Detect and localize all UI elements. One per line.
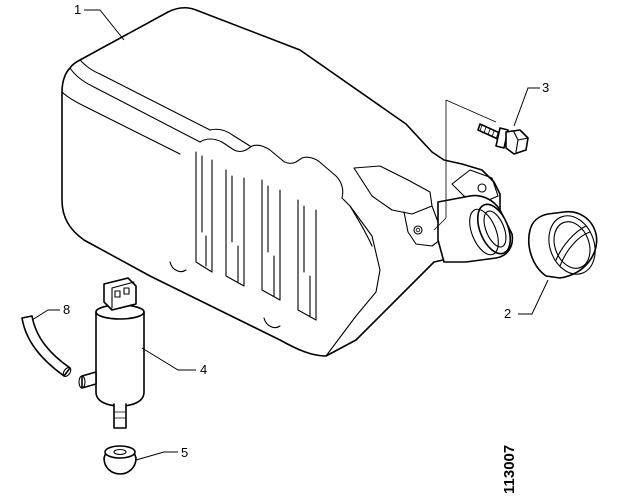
filler-cap-grip <box>555 225 587 261</box>
pump-grommet <box>103 445 137 475</box>
tank-body-outline <box>61 7 501 357</box>
filler-cap-face <box>548 215 596 275</box>
bolt-alignment-line <box>433 99 497 231</box>
leader-2 <box>518 279 549 315</box>
tank-front-edge <box>61 91 181 155</box>
bolt-flange <box>495 127 509 149</box>
washer-pump <box>78 277 145 429</box>
tank-rib-3 <box>261 179 281 301</box>
filler-cap-body <box>528 210 598 279</box>
hose-end <box>62 367 72 377</box>
leader-4 <box>141 347 196 371</box>
filler-cap-grip-2 <box>559 231 591 267</box>
pump-side-outlet <box>81 371 97 389</box>
callout-5: 5 <box>181 445 188 460</box>
tank-rib-2-inner <box>231 175 239 283</box>
leader-8 <box>31 309 60 321</box>
tank-recess-top <box>199 138 344 199</box>
bolt-head-edge <box>513 131 529 153</box>
filler-cap <box>528 210 598 279</box>
bolt-thread <box>479 124 499 140</box>
callout-1: 1 <box>74 2 81 17</box>
tank-side-bevel <box>349 205 373 247</box>
tank-rib-1 <box>195 151 213 273</box>
tank-top-edge <box>69 67 201 143</box>
pump-body <box>95 311 145 407</box>
filler-neck-ring <box>469 208 499 256</box>
callout-8: 8 <box>63 302 70 317</box>
leader-3 <box>513 87 540 127</box>
bracket-hole-inner <box>415 227 421 233</box>
grommet-hole <box>113 448 127 456</box>
hose-tube <box>21 315 71 377</box>
filler-neck-mouth <box>476 203 512 255</box>
leader-1 <box>84 9 125 41</box>
pump-connector-face <box>111 281 135 309</box>
callout-3: 3 <box>542 80 549 95</box>
reservoir-tank <box>61 7 514 357</box>
upper-bracket-hole <box>477 183 487 193</box>
washer-hose <box>21 315 72 377</box>
grommet-top <box>104 445 136 459</box>
pump-inlet <box>113 403 127 429</box>
callout-4: 4 <box>200 362 207 377</box>
filler-neck-mouth-inner <box>483 210 507 248</box>
tank-rib-4 <box>297 199 317 321</box>
pump-pin-2 <box>123 287 130 295</box>
mounting-bolt <box>477 123 529 155</box>
bolt-head <box>505 129 529 155</box>
filler-cap-face-inner <box>553 221 591 269</box>
tank-top-edge-2 <box>79 59 211 131</box>
tank-rib-2 <box>225 169 245 287</box>
callout-labels: 1 2 3 4 5 8 <box>63 2 549 460</box>
tank-notch-1 <box>169 261 187 273</box>
tank-upper-bracket <box>451 169 499 203</box>
tank-rib-4-inner <box>303 205 311 317</box>
pump-side-outlet-end <box>78 375 86 389</box>
tank-notch-2 <box>263 317 281 329</box>
tank-rib-1-inner <box>201 155 207 267</box>
bracket-hole <box>413 225 423 235</box>
leader-5 <box>135 451 178 461</box>
tank-rib-3-inner <box>267 185 275 297</box>
callout-leaders <box>31 9 549 461</box>
reference-number: 113007 <box>501 445 518 494</box>
tank-recess-top-2 <box>209 128 251 147</box>
pump-pin-1 <box>114 290 121 298</box>
pump-inlet-ribs <box>114 411 126 419</box>
callout-2: 2 <box>504 306 511 321</box>
